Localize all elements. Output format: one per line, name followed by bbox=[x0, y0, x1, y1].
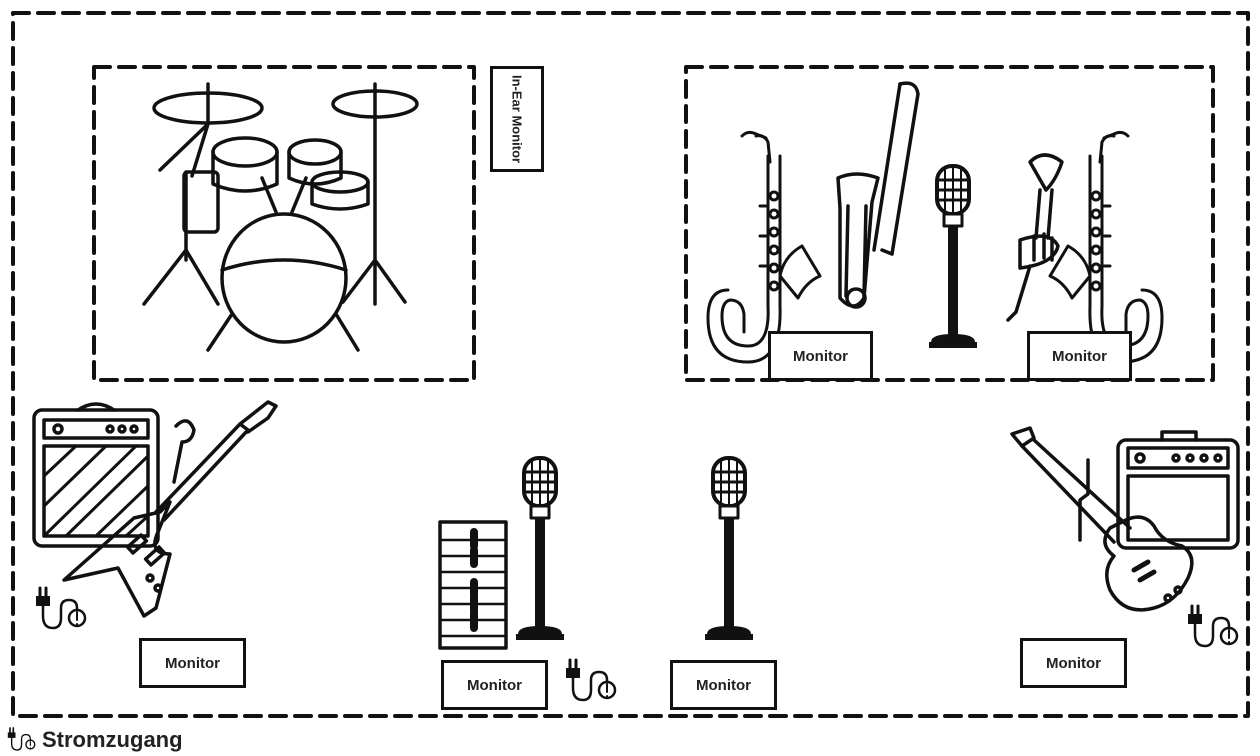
saxophone-left-icon bbox=[708, 132, 820, 362]
monitor-text: Monitor bbox=[793, 348, 848, 365]
monitor-horns-left: Monitor bbox=[768, 331, 873, 381]
legend: Stromzugang bbox=[8, 726, 183, 754]
guitar-amplifier-left-icon bbox=[34, 404, 158, 546]
power-plug-right-icon bbox=[1188, 606, 1237, 646]
monitor-keys: Monitor bbox=[441, 660, 548, 710]
monitor-horns-right: Monitor bbox=[1027, 331, 1132, 381]
bass-amplifier-right-icon bbox=[1118, 432, 1238, 548]
microphone-keys-icon bbox=[516, 458, 564, 640]
in-ear-monitor-label: In-Ear Monitor bbox=[490, 66, 544, 172]
monitor-text: Monitor bbox=[165, 655, 220, 672]
monitor-text: Monitor bbox=[696, 677, 751, 694]
bass-guitar-right-icon bbox=[1012, 428, 1192, 610]
monitor-text: Monitor bbox=[1052, 348, 1107, 365]
monitor-text: Monitor bbox=[1046, 655, 1101, 672]
power-plug-keys-icon bbox=[566, 660, 615, 700]
legend-label: Stromzugang bbox=[42, 727, 183, 753]
trumpet-icon bbox=[1008, 155, 1062, 320]
drum-area bbox=[94, 67, 474, 380]
monitor-text: Monitor bbox=[467, 677, 522, 694]
monitor-vocal: Monitor bbox=[670, 660, 777, 710]
in-ear-monitor-text: In-Ear Monitor bbox=[510, 75, 525, 163]
saxophone-right-icon bbox=[1050, 132, 1162, 362]
monitor-guitar-left: Monitor bbox=[139, 638, 246, 688]
legend-icon-slot bbox=[8, 727, 38, 753]
microphone-horns-icon bbox=[929, 166, 977, 348]
trombone-icon bbox=[838, 83, 918, 307]
drum-kit-icon bbox=[144, 84, 417, 350]
power-plug-left-icon bbox=[36, 588, 85, 628]
keyboard-icon bbox=[440, 522, 506, 648]
monitor-bass-right: Monitor bbox=[1020, 638, 1127, 688]
microphone-vocal-icon bbox=[705, 458, 753, 640]
